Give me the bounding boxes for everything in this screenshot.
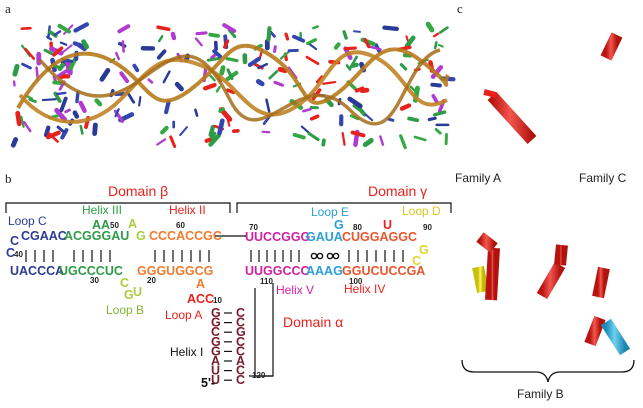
family-b-model-1 bbox=[472, 232, 500, 355]
link-a: A bbox=[196, 277, 205, 291]
e-top2-strand: GAUA bbox=[306, 230, 343, 244]
e-bot-strand: UUGGCCC bbox=[245, 264, 310, 278]
seq-number-110: 110 bbox=[260, 277, 273, 286]
helix-v-label: Helix V bbox=[276, 283, 314, 297]
loop-e-g: G bbox=[334, 218, 344, 232]
five-prime-label: 5'- bbox=[201, 376, 215, 390]
helix-ii-bot: GGGUGGCG bbox=[137, 264, 213, 278]
panel-label-a: a bbox=[5, 1, 11, 16]
seq-number-20: 20 bbox=[147, 276, 156, 285]
seq-number-80: 80 bbox=[353, 223, 362, 232]
loop-d-c: C bbox=[412, 254, 421, 268]
helix-iv-bot: GGUCUCCGA bbox=[342, 264, 425, 278]
e-top-strand: UUCCGGG bbox=[245, 230, 310, 244]
seq-number-60: 60 bbox=[176, 221, 185, 230]
seq-number-30: 30 bbox=[90, 276, 99, 285]
family-b-model-2 bbox=[533, 244, 568, 355]
aa-bulge: AA bbox=[92, 218, 110, 232]
loop-d-g: G bbox=[419, 243, 429, 257]
helix-i-left-base: A bbox=[211, 354, 220, 368]
seq-number-70: 70 bbox=[249, 223, 258, 232]
seq-number-100: 100 bbox=[349, 277, 363, 286]
panel-label-c: c bbox=[457, 1, 463, 16]
helix-i-right-base: G bbox=[236, 325, 246, 339]
domain-beta-bracket bbox=[5, 202, 231, 213]
loop-b-g1: G bbox=[136, 229, 146, 243]
family-c-model bbox=[600, 32, 623, 162]
loop-d-label: Loop D bbox=[402, 204, 441, 218]
noncanonical-pairs bbox=[310, 252, 340, 260]
domain-beta-label: Domain β bbox=[108, 183, 168, 199]
helix-iii-label: Helix III bbox=[82, 203, 122, 217]
panel-label-b: b bbox=[5, 171, 12, 186]
domain-alpha-label: Domain α bbox=[283, 314, 343, 330]
loop-b-label: Loop B bbox=[106, 303, 144, 317]
loop-c-c2: C bbox=[6, 246, 15, 260]
loop-c-label: Loop C bbox=[8, 214, 47, 228]
seq-number-40: 40 bbox=[14, 250, 23, 259]
helix-iv-top: CUGGAGGC bbox=[342, 230, 417, 244]
helix-i-right-base: C bbox=[236, 316, 245, 330]
domain-gamma-label: Domain γ bbox=[368, 183, 427, 199]
family-b-model-3 bbox=[584, 266, 631, 356]
e-bot2-strand: AAAG bbox=[306, 264, 343, 278]
domain-gamma-bracket bbox=[236, 202, 452, 213]
loop-b-u: U bbox=[133, 285, 142, 299]
loop-c-top: CGAAC bbox=[21, 229, 67, 243]
helix-iii-bot: UGCCCUC bbox=[59, 264, 123, 278]
helix-iv-label: Helix IV bbox=[344, 282, 385, 296]
helix-i-right-base: C bbox=[236, 344, 245, 358]
helix-i-right-base: C bbox=[236, 306, 245, 320]
loop-c-bot: UACCCA bbox=[10, 264, 64, 278]
helix-i-left-base: G bbox=[211, 306, 221, 320]
rna-3d-structure-image bbox=[10, 21, 456, 150]
helix-i-left-base: U bbox=[211, 373, 220, 387]
loop-b-a: A bbox=[128, 217, 137, 231]
helix-iii-top: ACGGGAU bbox=[64, 229, 129, 243]
loop-a-acc: ACC bbox=[187, 292, 214, 306]
secondary-structure: Domain β Domain γ Domain α Loop C Helix … bbox=[5, 183, 452, 390]
helix-i-left-base: G bbox=[211, 344, 221, 358]
family-b-label: Family B bbox=[517, 387, 564, 401]
loop-a-label: Loop A bbox=[165, 308, 202, 322]
family-a-model bbox=[478, 58, 537, 162]
helix-i-label: Helix I bbox=[170, 345, 203, 359]
family-a-label: Family A bbox=[455, 171, 501, 185]
helix-i-right-base: C bbox=[236, 335, 245, 349]
loop-b-g2: G bbox=[124, 288, 134, 302]
helix-ii-top: CCCACCGC bbox=[149, 229, 222, 243]
helix-i-left-base: G bbox=[211, 335, 221, 349]
helix-i-right-base: A bbox=[236, 354, 245, 368]
seq-number-120: 120 bbox=[252, 371, 266, 380]
seq-number-10: 10 bbox=[213, 296, 222, 305]
helix-i-left-base: C bbox=[211, 325, 220, 339]
loop-c-c1: C bbox=[10, 234, 19, 248]
seq-number-50: 50 bbox=[110, 221, 119, 230]
helix-ii-label: Helix II bbox=[169, 203, 206, 217]
loop-e-label: Loop E bbox=[311, 205, 349, 219]
helix-i-right-base: C bbox=[236, 373, 245, 387]
seq-number-90: 90 bbox=[423, 223, 432, 232]
helix-i-right-base: C bbox=[236, 364, 245, 378]
family-c-label: Family C bbox=[579, 171, 627, 185]
domain-alpha-bracket bbox=[254, 288, 273, 377]
helix-i-left-base: U bbox=[211, 364, 220, 378]
family-b-brace bbox=[461, 359, 635, 383]
u-bulge: U bbox=[383, 218, 392, 232]
helix-i-left-base: G bbox=[211, 316, 221, 330]
loop-b-c: C bbox=[120, 276, 129, 290]
